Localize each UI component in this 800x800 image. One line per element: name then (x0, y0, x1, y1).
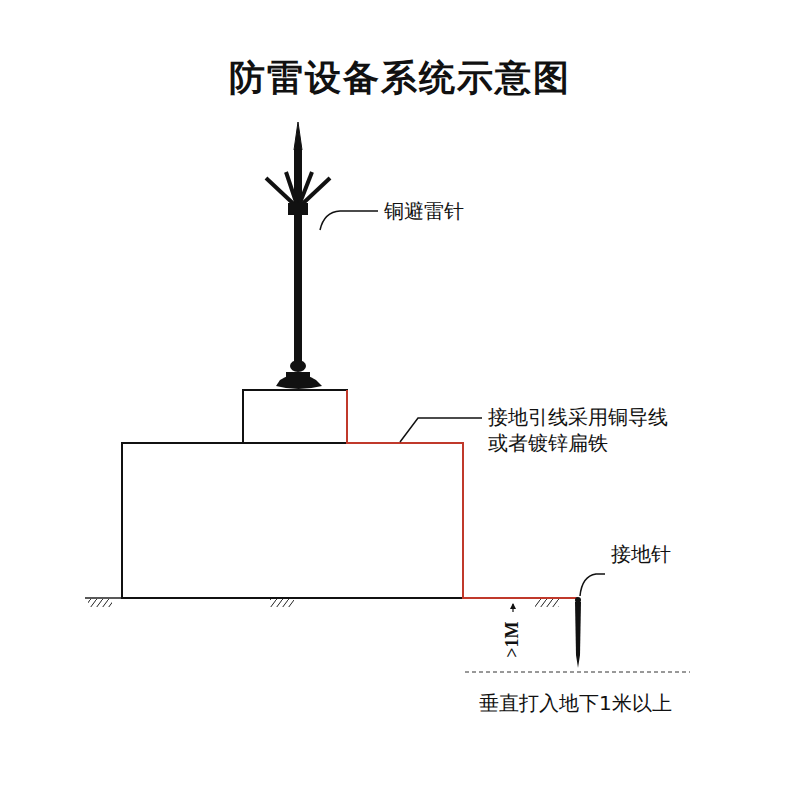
building-block (122, 443, 463, 598)
callout-note: 接地引线采用铜导线 或者镀锌扁铁 (488, 404, 674, 456)
ground-rod (575, 597, 581, 668)
part-label: 接地针 (611, 541, 671, 567)
part-label: 铜避雷针 (384, 198, 464, 224)
leader-line (320, 211, 378, 230)
roof-block (243, 390, 347, 443)
ground-hatch (270, 599, 294, 607)
depth-line (465, 672, 690, 673)
dimension-label: >1M (501, 622, 524, 658)
leader-line (580, 574, 605, 596)
leader-line (400, 418, 482, 442)
ground-hatch (88, 599, 112, 607)
lightning-rod (266, 122, 330, 389)
note-label: 垂直打入地下1米以上 (479, 690, 672, 716)
ground-hatch (535, 599, 559, 607)
diagram-title: 防雷设备系统示意图 (229, 55, 571, 102)
dimension-arrow (510, 603, 516, 612)
